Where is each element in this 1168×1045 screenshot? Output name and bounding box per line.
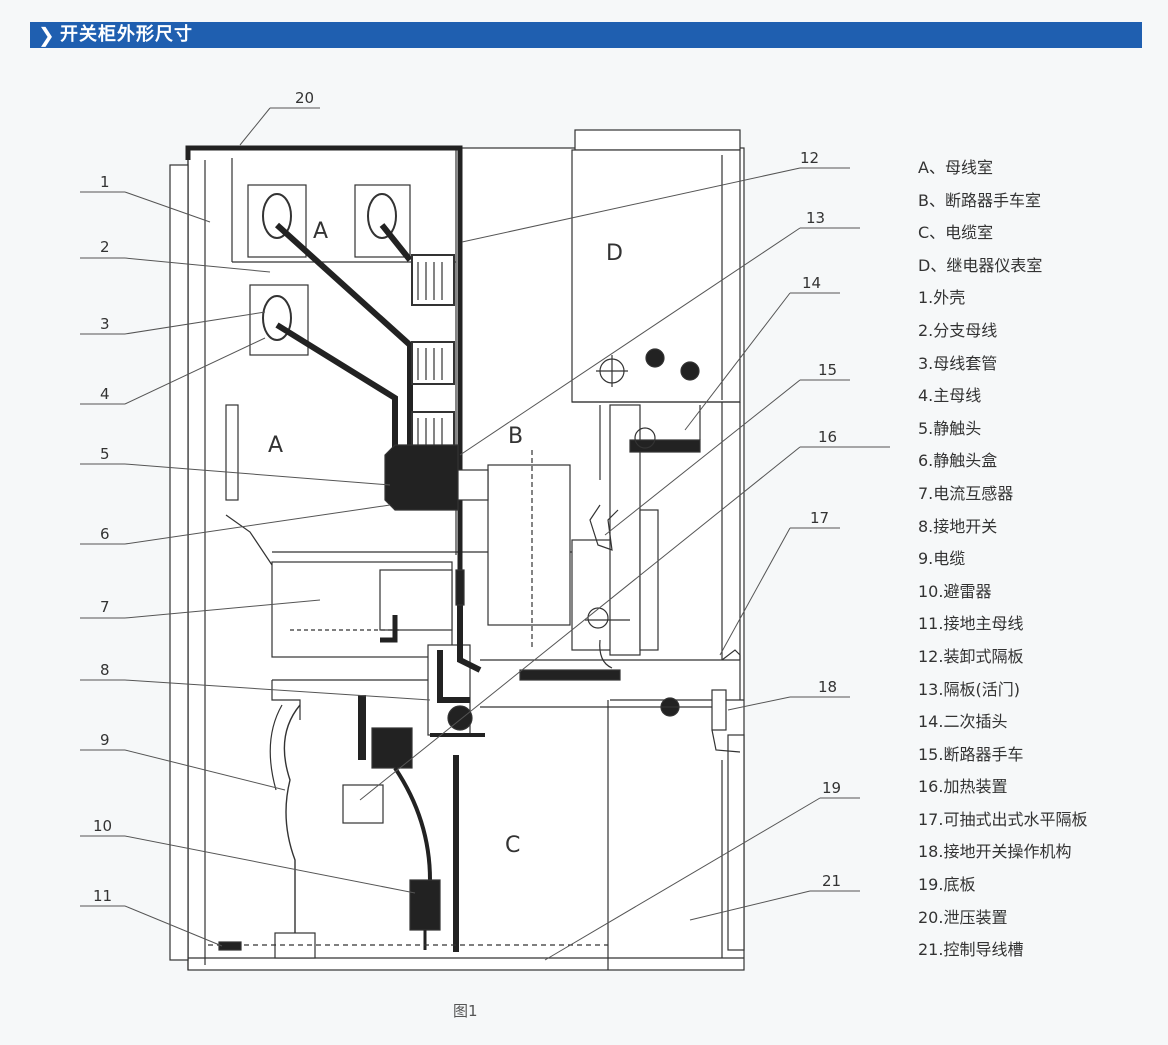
callout-20: 20 <box>295 89 314 107</box>
leader-lines <box>80 107 890 961</box>
legend-item: 11.接地主母线 <box>918 614 1024 634</box>
legend-item: 7.电流互感器 <box>918 483 1014 503</box>
callout-15: 15 <box>818 361 837 379</box>
room-label-d: D <box>606 241 623 266</box>
legend-item: 18.接地开关操作机构 <box>918 842 1072 862</box>
legend-item: 17.可抽式出式水平隔板 <box>918 809 1088 829</box>
legend-item: 6.静触头盒 <box>918 451 998 471</box>
legend-item: 2.分支母线 <box>918 320 998 340</box>
callout-7: 7 <box>100 598 110 616</box>
legend-item: B、断路器手车室 <box>918 190 1041 210</box>
callout-17: 17 <box>810 509 829 527</box>
callout-3: 3 <box>100 315 110 333</box>
callout-16: 16 <box>818 428 837 446</box>
current-transformer-stack <box>411 254 455 451</box>
chevron-right-icon: ❯ <box>38 23 55 47</box>
figure-caption: 图1 <box>453 1002 478 1020</box>
legend-item: 1.外壳 <box>918 288 966 308</box>
room-label-a-top: A <box>313 219 328 244</box>
callout-2: 2 <box>100 238 110 256</box>
legend-item: C、电缆室 <box>918 223 994 243</box>
callout-10: 10 <box>93 817 112 835</box>
callout-4: 4 <box>100 385 110 403</box>
legend-item: 19.底板 <box>918 875 976 895</box>
legend-item: 9.电缆 <box>918 549 966 569</box>
callout-13: 13 <box>806 209 825 227</box>
legend-item: A、母线室 <box>918 158 993 177</box>
legend-item: 20.泄压装置 <box>918 907 1008 927</box>
section-header-bar: ❯ 开关柜外形尺寸 <box>30 22 1142 48</box>
cabinet-enclosure <box>169 129 745 971</box>
legend-item: 10.避雷器 <box>918 581 992 601</box>
section-title: 开关柜外形尺寸 <box>60 24 193 45</box>
legend-item: 5.静触头 <box>918 418 982 438</box>
legend-item: 16.加热装置 <box>918 777 1008 797</box>
component-legend: A、母线室 B、断路器手车室 C、电缆室 D、继电器仪表室 1.外壳 2.分支母… <box>918 152 1087 967</box>
room-label-c: C <box>505 833 520 858</box>
room-label-a-lower: A <box>268 433 283 458</box>
callout-12: 12 <box>800 149 819 167</box>
callout-9: 9 <box>100 731 110 749</box>
room-label-b: B <box>508 424 523 449</box>
callout-6: 6 <box>100 525 110 543</box>
callout-14: 14 <box>802 274 821 292</box>
legend-item: D、继电器仪表室 <box>918 255 1043 275</box>
callout-8: 8 <box>100 661 110 679</box>
callout-21: 21 <box>822 872 841 890</box>
callout-11: 11 <box>93 887 112 905</box>
legend-item: 15.断路器手车 <box>918 744 1024 764</box>
callout-19: 19 <box>822 779 841 797</box>
legend-item: 12.装卸式隔板 <box>918 646 1024 666</box>
legend-item: 4.主母线 <box>918 386 982 406</box>
callout-5: 5 <box>100 445 110 463</box>
legend-item: 13.隔板(活门) <box>918 679 1020 699</box>
legend-item: 8.接地开关 <box>918 516 998 536</box>
legend-item: 3.母线套管 <box>918 353 998 373</box>
callout-1: 1 <box>100 173 110 191</box>
callout-18: 18 <box>818 678 837 696</box>
legend-item: 21.控制导线槽 <box>918 940 1024 960</box>
callout-numbers: 1 2 3 4 5 6 7 8 9 10 11 12 13 14 15 16 1… <box>93 89 841 905</box>
legend-item: 14.二次插头 <box>918 712 1008 732</box>
